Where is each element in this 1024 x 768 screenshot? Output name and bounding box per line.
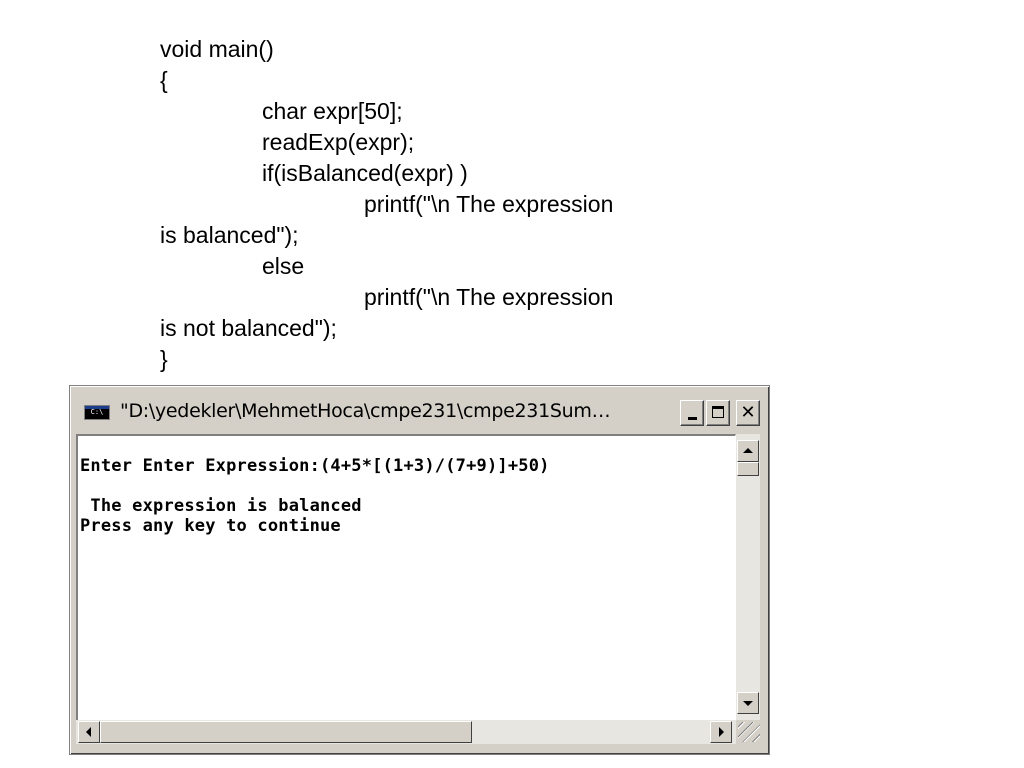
- code-line: void main(): [160, 36, 274, 62]
- code-line: printf("\n The expression: [364, 284, 614, 310]
- maximize-icon: [712, 406, 724, 418]
- code-line: char expr[50];: [262, 98, 403, 124]
- window-title: "D:\yedekler\MehmetHoca\cmpe231\cmpe231S…: [120, 400, 611, 422]
- close-button[interactable]: ✕: [736, 400, 760, 426]
- arrow-up-icon: [743, 448, 753, 453]
- console-icon[interactable]: C:\: [84, 405, 110, 420]
- scroll-up-button[interactable]: [737, 440, 759, 462]
- scroll-right-button[interactable]: [710, 721, 732, 743]
- console-line: Press any key to continue: [80, 516, 341, 536]
- console-line: Enter Enter Expression:(4+5*[(1+3)/(7+9)…: [80, 456, 550, 476]
- minimize-button[interactable]: [680, 400, 704, 426]
- code-line: {: [160, 67, 168, 93]
- minimize-icon: [688, 417, 697, 420]
- console-icon-label: C:\: [90, 408, 104, 416]
- scroll-left-button[interactable]: [78, 721, 100, 743]
- close-icon: ✕: [740, 402, 756, 423]
- console-window[interactable]: C:\ "D:\yedekler\MehmetHoca\cmpe231\cmpe…: [69, 385, 770, 755]
- title-bar[interactable]: C:\ "D:\yedekler\MehmetHoca\cmpe231\cmpe…: [74, 390, 765, 432]
- code-line: }: [160, 346, 168, 372]
- vertical-scroll-thumb[interactable]: [737, 462, 759, 476]
- vertical-scrollbar[interactable]: [736, 434, 760, 720]
- horizontal-scrollbar[interactable]: [76, 720, 736, 744]
- arrow-left-icon: [86, 727, 91, 737]
- code-line: if(isBalanced(expr) ): [262, 160, 468, 186]
- code-line: readExp(expr);: [262, 129, 415, 155]
- arrow-down-icon: [743, 701, 753, 706]
- code-line: is balanced");: [160, 222, 299, 248]
- console-output[interactable]: Enter Enter Expression:(4+5*[(1+3)/(7+9)…: [76, 434, 736, 742]
- scroll-down-button[interactable]: [737, 692, 759, 714]
- arrow-right-icon: [719, 727, 724, 737]
- resize-grip-icon[interactable]: [738, 722, 760, 742]
- code-line: printf("\n The expression: [364, 191, 614, 217]
- console-line: The expression is balanced: [80, 496, 362, 516]
- code-line: else: [262, 253, 305, 279]
- horizontal-scroll-thumb[interactable]: [100, 721, 472, 743]
- maximize-button[interactable]: [706, 400, 730, 426]
- code-line: is not balanced");: [160, 315, 337, 341]
